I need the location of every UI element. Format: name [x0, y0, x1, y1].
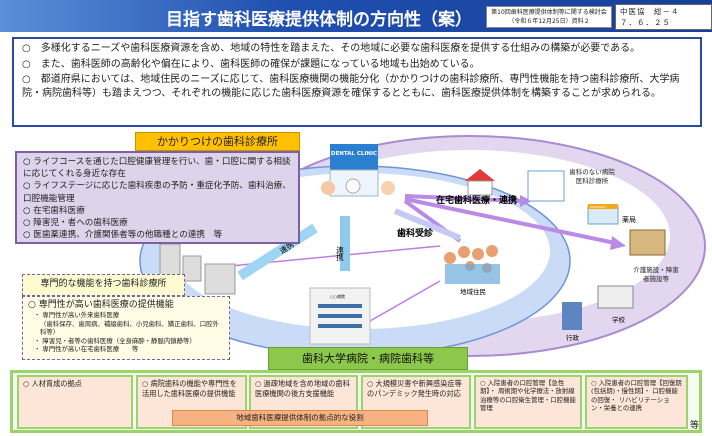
renkei-vert-label: 連携	[335, 245, 344, 262]
dentist-figure	[321, 181, 335, 195]
line-univ-residents	[369, 280, 441, 322]
kakaritsuke-item: ○ 在宅歯科医療	[23, 205, 85, 216]
school-label: 学校	[612, 315, 626, 324]
specialized-heading: ○ 専門性が高い歯科医療の提供機能	[28, 300, 174, 310]
arrow-head	[520, 195, 532, 207]
arrow-to-care	[404, 197, 616, 245]
care-facility-label: 介護施設・障害者施設等	[633, 266, 679, 283]
pharmacy-sign-bg	[588, 204, 618, 209]
univ-building-sign: ○○病院	[330, 293, 345, 299]
specialized-item: ・ 専門性が高い在宅歯科医療 等	[34, 345, 139, 354]
doc-id: 中医協 総－４	[620, 7, 680, 16]
meeting-info: 第10回歯科医療提供体制等に関する検討会 （令和６年12月25日）資料２	[486, 6, 612, 28]
university-hospital-windows	[318, 304, 362, 328]
staff-figure	[345, 178, 361, 194]
specialized-item: ・ 専門性が高い外来歯科医療	[34, 311, 120, 319]
arrow-renkei-diagonal	[237, 223, 318, 281]
kakaritsuke-item: ○ 医歯薬連携、介護関係者等の他職種との連携 等	[23, 230, 223, 241]
meeting-date: （令和６年12月25日）資料２	[508, 18, 590, 25]
specialized-list: ・ 専門性が高い外来歯科医療 （歯科保存、歯周病、補綴歯科、小児歯科、矯正歯科、…	[28, 311, 224, 354]
function-box: ○ 入院患者の口腔管理【回復期(包括期)・慢性期】・ 口腔機能の回復・ リハビリ…	[585, 375, 688, 429]
arrow-to-hospital	[404, 194, 521, 203]
intro-box: ○ 多様化するニーズや歯科医療資源を含め、地域の特性を踏まえた、その地域に必要な…	[12, 37, 702, 127]
dental-clinic-sign	[330, 144, 378, 170]
intro-point: ○ 都道府県においては、地域住民のニーズに応じて、歯科医療機関の機能分化（かかり…	[22, 74, 680, 99]
kakaritsuke-item: ○ 障害児・者への歯科医療	[23, 218, 128, 229]
kakaritsuke-label: かかりつけの歯科診療所	[135, 132, 300, 151]
specialized-label: 専門的な機能を持つ歯科診療所	[22, 274, 185, 296]
hygienist-figure	[381, 181, 395, 195]
specialized-item: （歯科保存、歯周病、補綴歯科、小児歯科、矯正歯科、口腔外科等）	[40, 319, 219, 337]
role-label: 地域歯科医療提供体制の拠点的な役割	[172, 410, 428, 426]
residents-label: 地域住民	[460, 287, 486, 296]
university-label: 歯科大学病院・病院歯科等	[268, 347, 468, 370]
hospital-icon	[527, 170, 565, 202]
gov-label: 行政	[566, 333, 580, 342]
intro-point: ○ また、歯科医師の高齢化や偏在により、歯科医師の確保が課題になっている地域も出…	[22, 58, 480, 70]
home-care-label: 在宅歯科医療・連携	[436, 194, 517, 206]
pharmacy-sign: PHARMACY	[590, 205, 607, 209]
document-number: 中医協 総－４ ７．６．２５	[615, 4, 712, 30]
specialized-item: ・ 障害児・者等の歯科医療（全身麻酔・静脈内鎮静等）	[34, 336, 196, 345]
gov-icon	[562, 302, 582, 330]
clinic-sign-text: DENTAL CLINIC	[331, 151, 377, 157]
function-box: ○ 人材育成の拠点	[17, 375, 133, 429]
etc-label: 等	[690, 421, 700, 431]
kakaritsuke-box: ○ ライフコースを通じた口腔健康管理を行い、歯・口腔に関する相談に応じてくれる身…	[15, 151, 300, 244]
hospital-label: 歯科のない病院 医科診療所	[569, 168, 615, 185]
care-facility-icon	[629, 229, 666, 256]
school-icon	[597, 285, 634, 309]
house-icon	[465, 169, 495, 181]
pharmacy-label: 薬局	[622, 215, 636, 224]
page-title: 目指す歯科医療提供体制の方向性（案）	[166, 10, 472, 30]
visit-label: 歯科受診	[397, 227, 434, 239]
specialized-box: ○ 専門性が高い歯科医療の提供機能 ・ 専門性が高い外来歯科医療 （歯科保存、歯…	[22, 296, 230, 360]
specialized-clinic-buildings	[159, 243, 236, 295]
residents-bodies	[445, 264, 500, 284]
house-body	[467, 180, 493, 196]
meeting-name: 第10回歯科医療提供体制等に関する検討会	[491, 9, 607, 16]
kakaritsuke-item: ○ ライフステージに応じた歯科疾患の予防・重症化予防、歯科治療、口腔機能管理	[23, 181, 291, 204]
intro-point: ○ 多様化するニーズや歯科医療資源を含め、地域の特性を踏まえた、その地域に必要な…	[22, 43, 641, 54]
function-box: ○ 入院患者の口腔管理【急性期】・ 周術期や化学療法・放射線治療等の口腔衛生管理…	[474, 375, 582, 429]
doc-date: ７．６．２５	[620, 18, 671, 27]
kakaritsuke-item: ○ ライフコースを通じた口腔健康管理を行い、歯・口腔に関する相談に応じてくれる身…	[23, 157, 291, 180]
arrow-head	[610, 236, 626, 250]
arrow-visit	[393, 208, 462, 241]
